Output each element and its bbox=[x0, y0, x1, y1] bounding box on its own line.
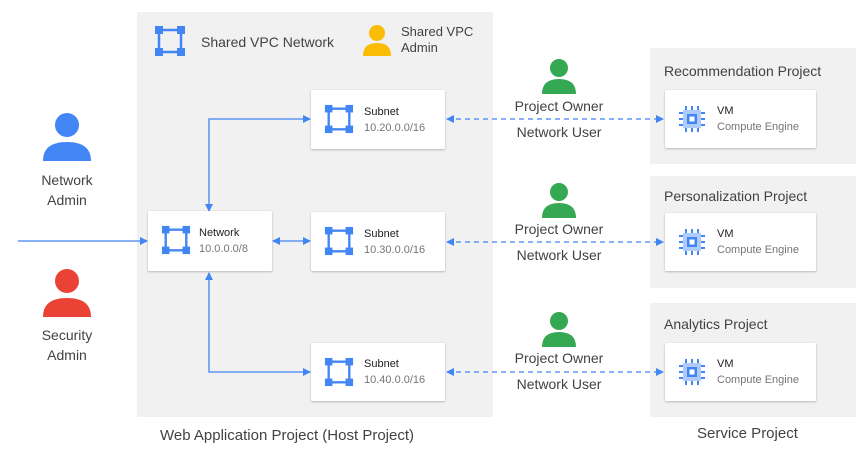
vm-title: VM bbox=[717, 105, 734, 117]
vm-title: VM bbox=[717, 228, 734, 240]
subnet-icon bbox=[324, 104, 354, 139]
compute-engine-icon bbox=[677, 104, 707, 139]
vm-title: VM bbox=[717, 358, 734, 370]
project-owner-person-icon bbox=[541, 58, 577, 99]
security-admin-person-icon bbox=[42, 268, 92, 323]
network-admin-label: Network Admin bbox=[41, 172, 93, 208]
vm-subtitle: Compute Engine bbox=[717, 374, 799, 386]
subnet-cidr: 10.40.0.0/16 bbox=[364, 374, 426, 386]
vm-card-1[interactable]: VM Compute Engine bbox=[665, 90, 816, 148]
service-project-title: Analytics Project bbox=[664, 316, 768, 332]
network-subnet3-line bbox=[205, 272, 311, 376]
shared-vpc-admin-label: Shared VPC Admin bbox=[401, 24, 474, 55]
vm-subtitle: Compute Engine bbox=[717, 244, 799, 256]
network-subnet1-line bbox=[205, 115, 311, 212]
subnet-title: Subnet bbox=[364, 228, 399, 240]
network-user-label: Network User bbox=[516, 376, 602, 392]
compute-engine-icon bbox=[677, 357, 707, 392]
network-user-label: Network User bbox=[516, 247, 602, 263]
project-owner-label: Project Owner bbox=[514, 221, 604, 237]
host-project-caption: Web Application Project (Host Project) bbox=[160, 427, 414, 444]
shared-vpc-label: Shared VPC Network bbox=[201, 34, 335, 50]
subnet-card-3[interactable]: Subnet 10.40.0.0/16 bbox=[311, 343, 445, 401]
vpc-network-icon bbox=[161, 225, 191, 260]
subnet-cidr: 10.20.0.0/16 bbox=[364, 122, 426, 134]
security-admin-label: Security Admin bbox=[41, 327, 93, 363]
project-owner-person-icon bbox=[541, 182, 577, 223]
subnet-icon bbox=[324, 357, 354, 392]
network-cidr: 10.0.0.0/8 bbox=[199, 243, 248, 255]
subnet-title: Subnet bbox=[364, 358, 399, 370]
subnet-cidr: 10.30.0.0/16 bbox=[364, 244, 426, 256]
subnet-icon bbox=[324, 226, 354, 261]
project-owner-label: Project Owner bbox=[514, 350, 604, 366]
shared-vpc-admin-person-icon bbox=[363, 24, 391, 61]
service-project-caption: Service Project bbox=[697, 425, 798, 442]
network-admin-person-icon bbox=[42, 112, 92, 167]
vm-subtitle: Compute Engine bbox=[717, 121, 799, 133]
network-card[interactable]: Network 10.0.0.0/8 bbox=[148, 211, 272, 271]
compute-engine-icon bbox=[677, 227, 707, 262]
project-owner-label: Project Owner bbox=[514, 98, 604, 114]
subnet-title: Subnet bbox=[364, 106, 399, 118]
subnet-card-1[interactable]: Subnet 10.20.0.0/16 bbox=[311, 90, 445, 149]
service-project-title: Recommendation Project bbox=[664, 63, 822, 79]
network-user-label: Network User bbox=[516, 124, 602, 140]
shared-vpc-icon bbox=[154, 25, 186, 62]
service-project-title: Personalization Project bbox=[664, 188, 808, 204]
network-title: Network bbox=[199, 227, 240, 239]
vm-card-3[interactable]: VM Compute Engine bbox=[665, 343, 816, 401]
project-owner-person-icon bbox=[541, 311, 577, 352]
subnet-card-2[interactable]: Subnet 10.30.0.0/16 bbox=[311, 212, 445, 271]
vm-card-2[interactable]: VM Compute Engine bbox=[665, 213, 816, 271]
